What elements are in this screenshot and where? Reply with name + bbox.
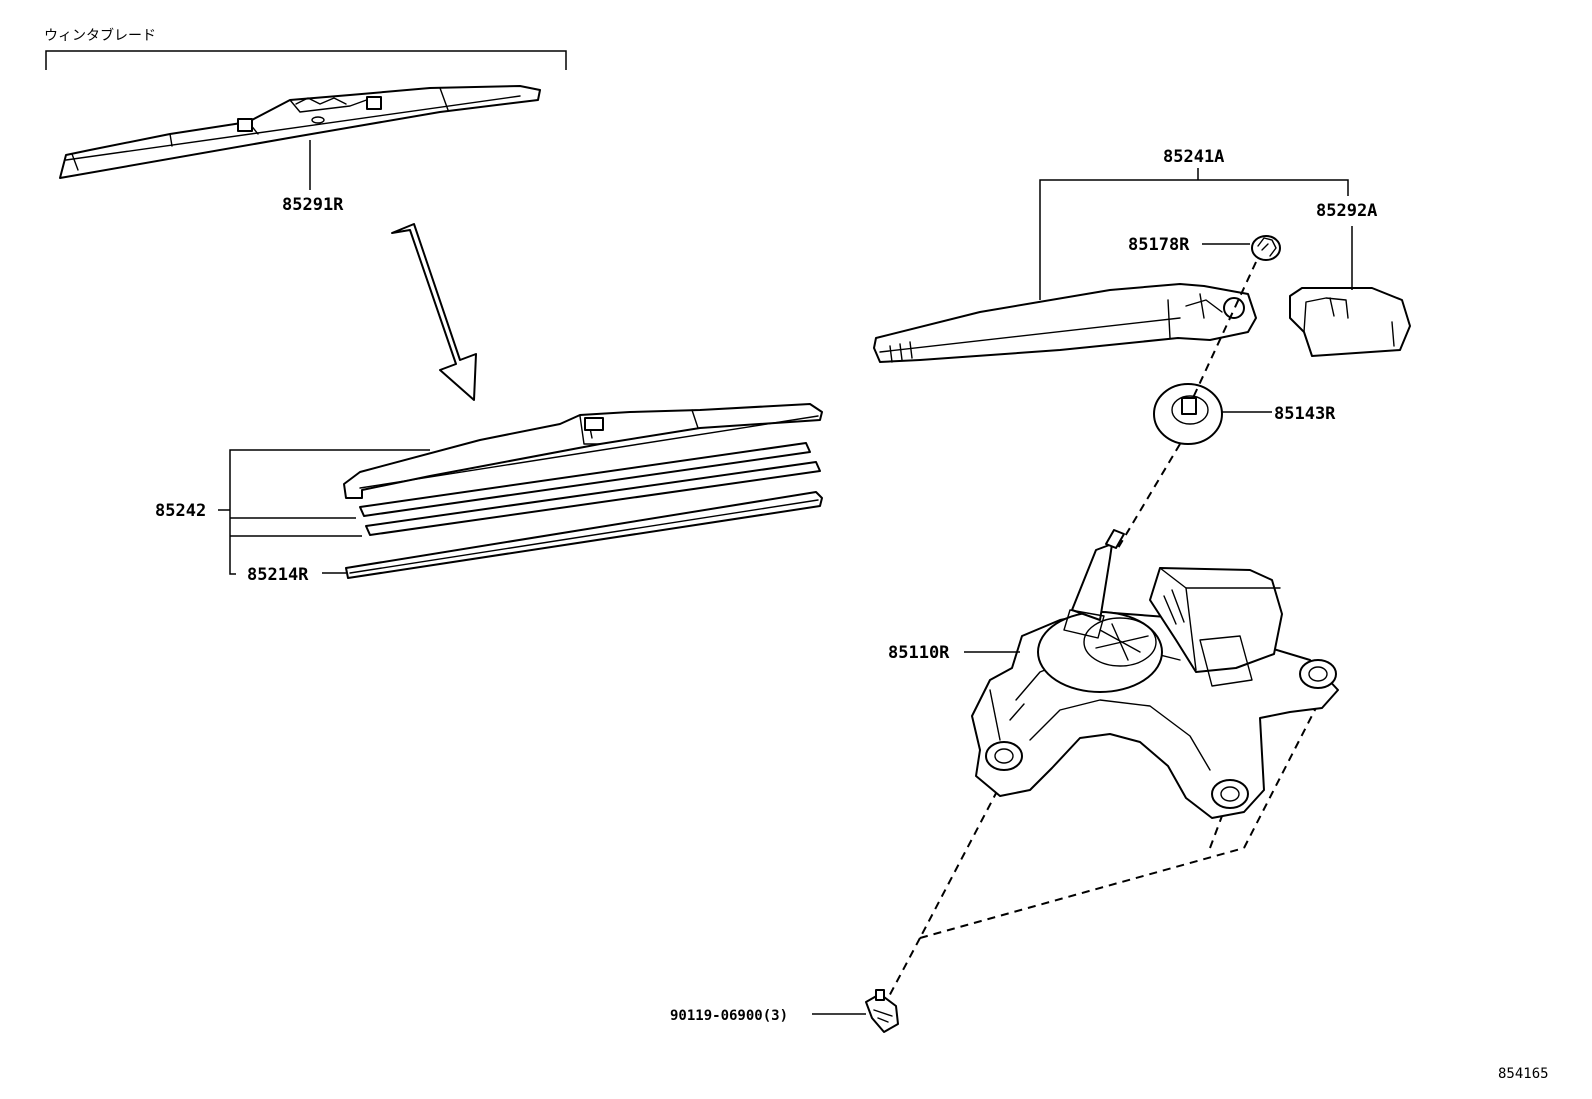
direction-arrow [391, 223, 477, 401]
mounting-bolt[interactable] [865, 989, 899, 1033]
rubber-strip-2[interactable] [365, 461, 821, 536]
rubber-strip-85214R[interactable] [345, 491, 823, 579]
arm-cover[interactable] [1289, 287, 1411, 357]
label-85242: 85242 [155, 501, 206, 521]
wiper-arm[interactable] [873, 283, 1257, 363]
nut[interactable] [1251, 235, 1281, 261]
pivot-cap[interactable] [1153, 383, 1223, 445]
assembly-title: ウィンタブレード [44, 27, 156, 44]
label-85143R: 85143R [1274, 404, 1336, 424]
leader-85242 [218, 449, 430, 575]
wiper-blade-lower[interactable] [343, 403, 823, 499]
label-85292A: 85292A [1316, 201, 1377, 221]
leader-85241A [1039, 168, 1349, 300]
label-85241A: 85241A [1163, 147, 1224, 167]
assembly-bracket [45, 50, 567, 70]
wiper-blade-upper[interactable] [59, 85, 541, 179]
label-85291R: 85291R [282, 195, 344, 215]
label-85214R: 85214R [247, 565, 309, 585]
label-90119-06900: 90119-06900(3) [670, 1008, 788, 1024]
label-85178R: 85178R [1128, 235, 1190, 255]
wiper-motor[interactable] [971, 529, 1339, 819]
rubber-strip-1[interactable] [359, 442, 811, 517]
label-85110R: 85110R [888, 643, 950, 663]
figure-id: 854165 [1498, 1066, 1549, 1082]
